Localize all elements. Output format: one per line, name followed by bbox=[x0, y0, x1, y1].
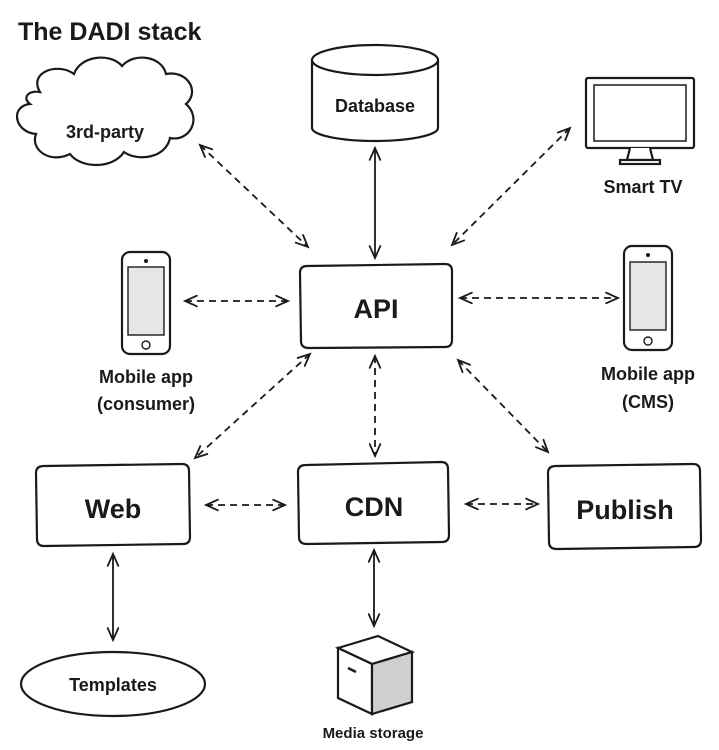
cdn-label: CDN bbox=[345, 492, 404, 522]
arrowhead bbox=[294, 234, 310, 249]
database-node: Database bbox=[310, 43, 440, 143]
arrowhead bbox=[275, 294, 291, 308]
mobile-consumer-node: Mobile app (consumer) bbox=[97, 250, 195, 414]
server-icon bbox=[334, 634, 416, 716]
mobile-cms-node: Mobile app (CMS) bbox=[601, 244, 695, 412]
connector-line bbox=[457, 359, 549, 453]
web-node: Web bbox=[34, 462, 192, 548]
arrowhead bbox=[463, 497, 479, 511]
connectors bbox=[106, 126, 621, 643]
cdn-box bbox=[296, 460, 451, 546]
diagram-title: The DADI stack bbox=[18, 18, 201, 46]
third-party-node: 3rd-party bbox=[15, 56, 195, 166]
arrowhead bbox=[182, 294, 198, 308]
connector-line bbox=[451, 127, 571, 246]
arrowhead bbox=[203, 498, 219, 512]
mobile-consumer-label-line2: (consumer) bbox=[97, 394, 195, 414]
tv-icon bbox=[584, 76, 696, 166]
arrowhead bbox=[193, 445, 209, 460]
templates-ellipse bbox=[19, 650, 207, 718]
arrowhead bbox=[457, 291, 473, 305]
cloud-icon bbox=[15, 56, 195, 166]
web-box bbox=[34, 462, 192, 548]
templates-label: Templates bbox=[69, 675, 157, 695]
media-storage-node: Media storage bbox=[323, 634, 424, 742]
arrowhead bbox=[368, 245, 382, 261]
arrowhead bbox=[367, 547, 381, 563]
arrowhead bbox=[456, 358, 471, 374]
phone-icon bbox=[622, 244, 674, 352]
arrowhead bbox=[368, 443, 382, 459]
arrowhead bbox=[525, 497, 541, 511]
api-box bbox=[298, 262, 454, 350]
cdn-node: CDN bbox=[296, 460, 451, 546]
phone-icon bbox=[120, 250, 172, 356]
smart-tv-label: Smart TV bbox=[603, 177, 682, 197]
database-icon bbox=[310, 60, 440, 143]
database-label: Database bbox=[335, 96, 415, 116]
api-label: API bbox=[353, 294, 398, 324]
arrowhead bbox=[272, 498, 288, 512]
publish-box bbox=[546, 462, 703, 551]
mobile-cms-label-line1: Mobile app bbox=[601, 364, 695, 384]
web-label: Web bbox=[85, 494, 142, 524]
mobile-cms-label-line2: (CMS) bbox=[622, 392, 674, 412]
connector-line bbox=[199, 144, 309, 248]
publish-label: Publish bbox=[576, 495, 674, 525]
arrowhead bbox=[106, 551, 120, 567]
arrowhead bbox=[296, 352, 312, 367]
arrowhead bbox=[367, 613, 381, 629]
arrowhead bbox=[198, 143, 214, 158]
smart-tv-node: Smart TV bbox=[584, 76, 696, 197]
third-party-label: 3rd-party bbox=[66, 122, 144, 142]
arrowhead bbox=[535, 438, 550, 454]
mobile-consumer-label-line1: Mobile app bbox=[99, 367, 193, 387]
arrowhead bbox=[368, 145, 382, 161]
arrowhead bbox=[605, 291, 621, 305]
arrowhead bbox=[450, 231, 466, 247]
api-node: API bbox=[298, 262, 454, 350]
arrowhead bbox=[106, 627, 120, 643]
arrowhead bbox=[556, 126, 572, 142]
arrowhead bbox=[368, 353, 382, 369]
media-storage-label: Media storage bbox=[323, 725, 424, 742]
templates-node: Templates bbox=[19, 650, 207, 718]
connector-line bbox=[194, 353, 311, 459]
publish-node: Publish bbox=[546, 462, 703, 551]
